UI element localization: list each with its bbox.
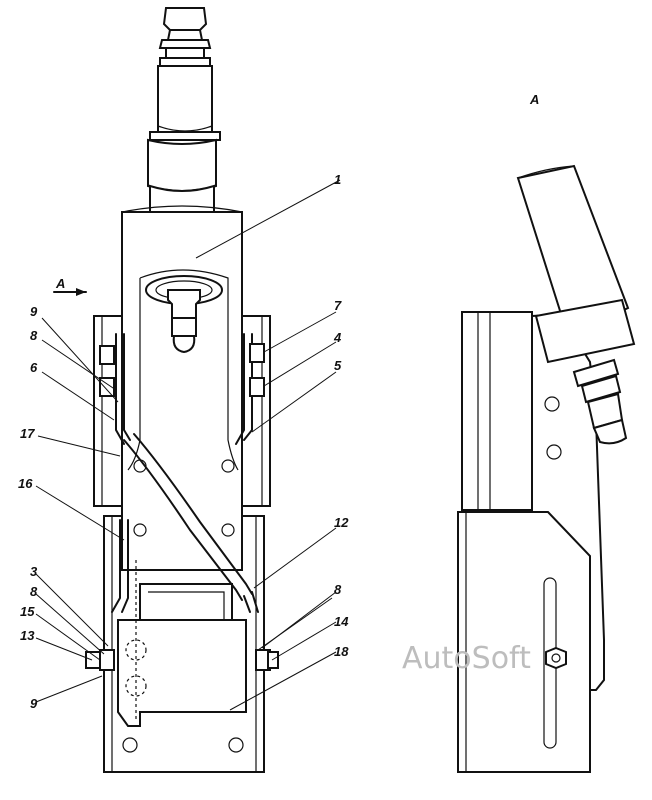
callout-7: 7 [334,298,342,313]
leader-lines [35,179,341,711]
callout-5: 5 [334,358,342,373]
callout-16: 16 [18,476,33,491]
side-lower-base [457,511,591,773]
callout-12: 12 [334,515,349,530]
block-18 [117,560,247,727]
hex-nut [545,646,567,670]
watermark: AutoSoft [402,641,531,676]
callout-4: 4 [333,330,342,345]
rod-17 [123,439,243,601]
callout-8-upper: 8 [30,328,38,343]
callout-17: 17 [20,426,35,441]
callout-8-right: 8 [334,582,342,597]
lower-window [139,583,233,621]
view-arrow-label: A [55,276,65,291]
side-view [457,164,636,773]
side-upper-plate [461,311,533,511]
side-view-title: A [529,92,539,107]
callout-9-upper: 9 [30,304,38,319]
shaft-fitting [149,7,221,141]
callout-1: 1 [334,172,341,187]
side-fitting [572,358,628,445]
inclined-tube [516,164,630,338]
callout-9-lower: 9 [30,696,38,711]
callout-13: 13 [20,628,35,643]
callout-8-lower-left: 8 [30,584,38,599]
front-view [53,7,279,773]
callout-6: 6 [30,360,38,375]
callout-18: 18 [334,644,349,659]
callout-labels: 1 9 8 6 17 16 7 4 5 12 3 8 15 13 9 8 14 … [18,92,539,711]
callout-15: 15 [20,604,35,619]
callout-14: 14 [334,614,349,629]
callout-3: 3 [30,564,38,579]
bracket-1 [121,205,243,571]
upper-bolts [99,343,265,397]
coupling-tube [147,138,217,213]
